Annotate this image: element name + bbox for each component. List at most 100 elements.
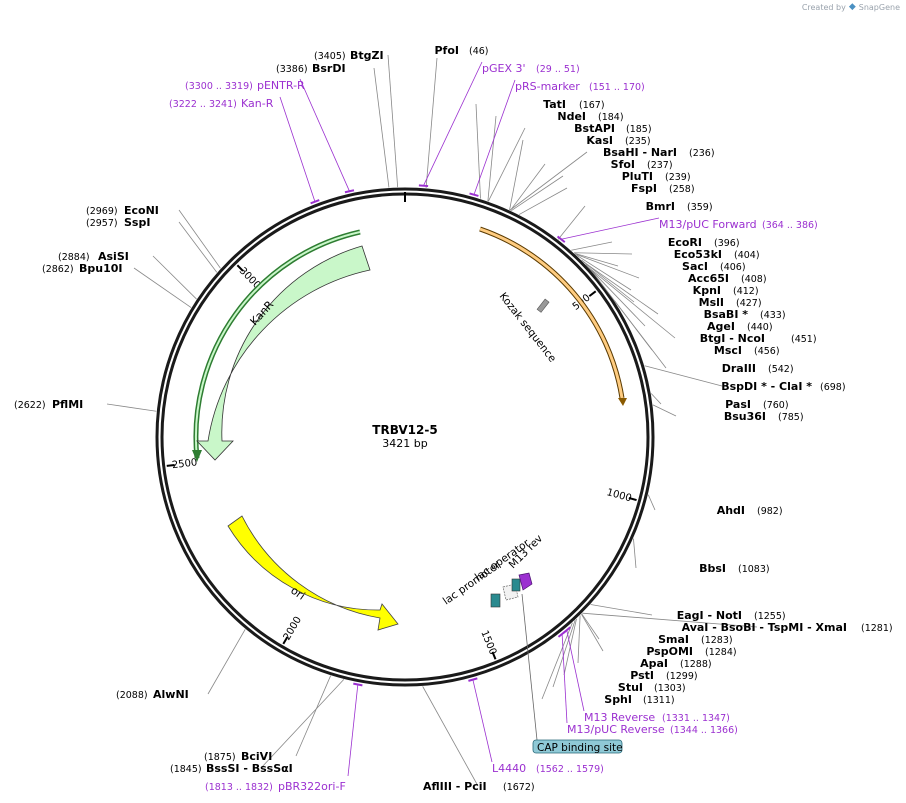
enzyme-name[interactable]: DraIII — [722, 362, 756, 375]
enzyme-position: (2622) — [14, 400, 46, 411]
primer-range: (3300 .. 3319) — [185, 81, 253, 92]
enzyme-position: (396) — [714, 238, 740, 249]
leader-line — [487, 115, 497, 202]
enzyme-position: (2884) — [58, 252, 90, 263]
enzyme-name[interactable]: AflIII - PciI — [423, 780, 487, 793]
enzyme-name[interactable]: Eco53kI — [674, 248, 722, 261]
enzyme-name[interactable]: AsiSI — [98, 250, 129, 263]
primer-name[interactable]: L4440 — [492, 762, 526, 775]
kozak-box[interactable] — [536, 298, 550, 313]
primer-mark — [310, 199, 320, 205]
enzyme-name[interactable]: SacI — [682, 260, 708, 273]
enzyme-name[interactable]: BsaBI * — [704, 308, 749, 321]
enzyme-position: (359) — [687, 202, 713, 213]
enzyme-position: (2088) — [116, 690, 148, 701]
cap-site-badge[interactable] — [532, 739, 623, 754]
primer-name[interactable]: pENTR-R — [257, 79, 305, 92]
enzyme-name[interactable]: PasI — [725, 398, 751, 411]
enzyme-name[interactable]: TatI — [543, 98, 566, 111]
leader-line — [633, 538, 637, 569]
enzyme-name[interactable]: PspOMI — [646, 645, 693, 658]
primer-name[interactable]: pBR322ori-F — [278, 780, 346, 793]
primer-name[interactable]: M13/pUC Forward — [659, 218, 757, 231]
enzyme-name[interactable]: PluTI — [622, 170, 653, 183]
feature-ori[interactable]: ori — [227, 515, 399, 631]
primer-name[interactable]: Kan-R — [241, 97, 274, 110]
leader-line — [509, 139, 524, 211]
enzyme-name[interactable]: EagI - NotI — [677, 609, 742, 622]
enzyme-position: (258) — [669, 184, 695, 195]
leader-line — [576, 254, 632, 291]
enzyme-name[interactable]: PflMI — [52, 398, 83, 411]
feature-orange-cds[interactable] — [479, 226, 627, 406]
enzyme-position: (1672) — [503, 782, 535, 793]
m13rev-arrow[interactable] — [518, 572, 533, 591]
enzyme-name[interactable]: KpnI — [693, 284, 721, 297]
leader-line — [575, 253, 640, 279]
enzyme-name[interactable]: PstI — [630, 669, 654, 682]
tick-label: 2500 — [171, 457, 198, 471]
primer-range: (29 .. 51) — [536, 64, 580, 75]
primer-name[interactable]: pRS-marker — [515, 80, 580, 93]
enzyme-name[interactable]: Bsu36I — [724, 410, 766, 423]
enzyme-name[interactable]: AvaI - BsoBI - TspMI - XmaI — [682, 621, 847, 634]
enzyme-name[interactable]: BbsI — [699, 562, 726, 575]
enzyme-name[interactable]: SphI — [604, 693, 632, 706]
feature-kanr[interactable]: KanR — [192, 229, 371, 462]
primer-name[interactable]: M13 Reverse — [584, 711, 655, 724]
enzyme-name[interactable]: EcoNI — [124, 204, 159, 217]
enzyme-name[interactable]: KasI — [586, 134, 613, 147]
leader-line — [573, 252, 633, 255]
enzyme-name[interactable]: SmaI — [658, 633, 689, 646]
enzyme-name[interactable]: MslI — [699, 296, 724, 309]
enzyme-name[interactable]: FspI — [631, 182, 657, 195]
leader-line — [644, 365, 723, 387]
enzyme-name[interactable]: BciVI — [241, 750, 272, 763]
leader-line — [133, 267, 192, 308]
enzyme-name[interactable]: EcoRI — [668, 236, 702, 249]
backbone-outer-ring — [155, 187, 655, 687]
enzyme-name[interactable]: BsaHI - NarI — [603, 146, 677, 159]
leader-line — [571, 241, 613, 251]
tick-label: 1000 — [605, 487, 632, 504]
enzyme-name[interactable]: BspDI * - ClaI * — [721, 380, 812, 393]
enzyme-position: (1299) — [666, 671, 698, 682]
enzyme-name[interactable]: SspI — [124, 216, 150, 229]
primer-range: (151 .. 170) — [589, 82, 645, 93]
enzyme-name[interactable]: BmrI — [646, 200, 675, 213]
enzyme-position: (542) — [768, 364, 794, 375]
enzyme-name[interactable]: MscI — [714, 344, 742, 357]
enzyme-name[interactable]: PfoI — [435, 44, 460, 57]
primer-mark — [469, 192, 479, 197]
primer-name[interactable]: M13/pUC Reverse — [567, 723, 665, 736]
primer-range: (3222 .. 3241) — [169, 99, 237, 110]
enzyme-position: (698) — [820, 382, 846, 393]
leader-line — [577, 615, 581, 664]
leader-line — [423, 61, 483, 186]
enzyme-name[interactable]: ApaI — [640, 657, 668, 670]
enzyme-name[interactable]: Acc65I — [688, 272, 729, 285]
primer-name[interactable]: pGEX 3' — [482, 62, 526, 75]
enzyme-position: (1283) — [701, 635, 733, 646]
enzyme-name[interactable]: NdeI — [557, 110, 586, 123]
enzyme-name[interactable]: BtgI - NcoI — [700, 332, 765, 345]
kozak-label: Kozak sequence — [497, 290, 559, 364]
cap-site-box[interactable] — [511, 578, 521, 592]
enzyme-name[interactable]: StuI — [618, 681, 643, 694]
enzyme-name[interactable]: SfoI — [611, 158, 635, 171]
enzyme-name[interactable]: BsrDI — [312, 62, 346, 75]
enzyme-name[interactable]: AlwNI — [153, 688, 189, 701]
created-by-text: Created by — [801, 2, 846, 12]
enzyme-position: (184) — [598, 112, 624, 123]
enzyme-name[interactable]: BstAPI — [574, 122, 615, 135]
leader-line — [487, 127, 526, 202]
leader-line — [510, 163, 546, 211]
enzyme-name[interactable]: Bpu10I — [79, 262, 123, 275]
lac-promoter-box[interactable] — [490, 593, 501, 608]
enzyme-name[interactable]: BssSI - BssSαI — [206, 762, 293, 775]
primer-mark — [353, 682, 363, 687]
enzyme-name[interactable]: AhdI — [717, 504, 745, 517]
leader-line — [583, 261, 659, 315]
enzyme-name[interactable]: AgeI — [707, 320, 735, 333]
enzyme-name[interactable]: BtgZI — [350, 49, 384, 62]
